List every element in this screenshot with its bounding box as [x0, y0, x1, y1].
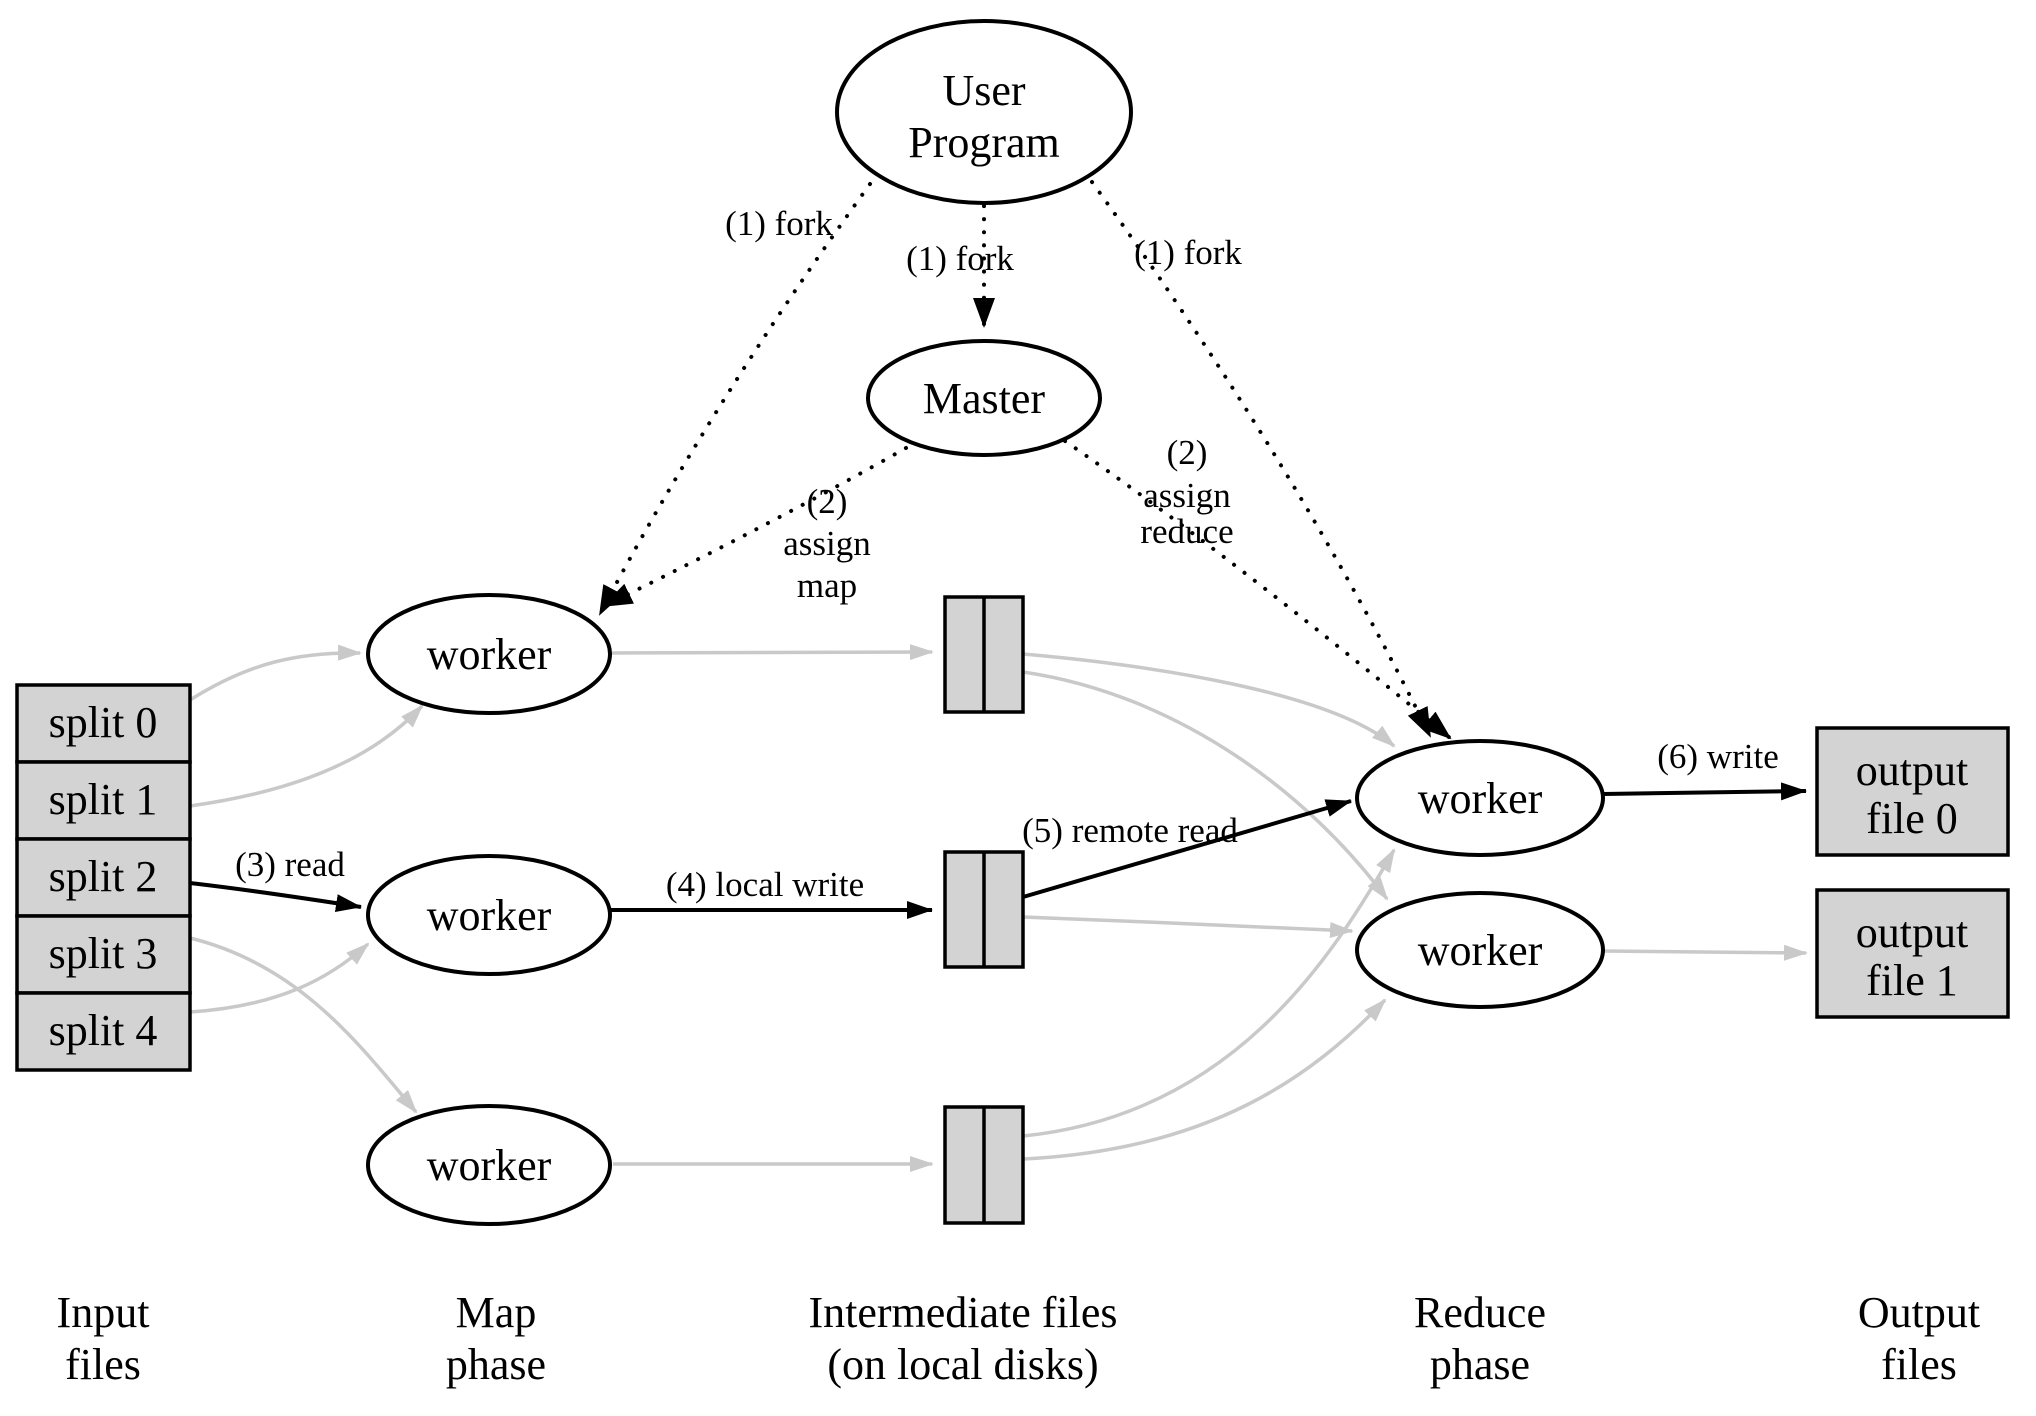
output-file1-label-line1: output [1856, 908, 1968, 957]
column-intermediate-line1: Intermediate files [808, 1288, 1117, 1337]
fork-left-label: (1) fork [725, 204, 833, 243]
column-map-line1: Map [456, 1288, 537, 1337]
write-label: (6) write [1657, 737, 1778, 776]
edge-map-worker1-to-intermediate1 [610, 644, 934, 661]
gray-edges [189, 644, 1808, 1172]
local-write-label: (4) local write [666, 865, 864, 904]
fork-center-label: (1) fork [906, 239, 1014, 278]
column-intermediate-line2: (on local disks) [827, 1340, 1098, 1389]
black-edges [189, 782, 1807, 919]
user-program-label-line2: Program [908, 118, 1060, 167]
split0-box [15, 683, 192, 764]
column-map-line2: phase [446, 1340, 546, 1389]
reduce-worker1-label: worker [1418, 774, 1543, 823]
output-file1-box [1815, 888, 2010, 1019]
edge-reduce-worker2-to-output1 [1602, 944, 1808, 961]
edge-write-to-output0 [1602, 782, 1807, 801]
split1-label: split 1 [49, 775, 158, 824]
edge-assign-reduce-master-to-worker1 [1063, 439, 1452, 740]
column-input-line1: Input [57, 1288, 150, 1337]
map-worker3-node [366, 1104, 612, 1226]
split0-label: split 0 [49, 698, 158, 747]
remote-read-label: (5) remote read [1022, 811, 1238, 850]
assign-map-label-line1: (2) [807, 482, 848, 521]
output-file0-box [1815, 726, 2010, 857]
split4-box [15, 991, 192, 1072]
user-program-label-line1: User [942, 66, 1025, 115]
dotted-edges [598, 180, 1452, 740]
edge-intermediate3-to-reduce-worker1 [1022, 848, 1396, 1138]
column-input-line2: files [65, 1340, 141, 1389]
map-worker3-label: worker [427, 1141, 552, 1190]
assign-map-label-line3: map [797, 566, 857, 605]
split3-box [15, 914, 192, 995]
fork-right-label: (1) fork [1134, 233, 1242, 272]
master-node [866, 339, 1102, 457]
map-worker1-label: worker [427, 630, 552, 679]
assign-reduce-label-line1: (2) [1167, 433, 1208, 472]
output-file1-label-line2: file 1 [1866, 956, 1958, 1005]
edge-intermediate2-to-reduce-worker2 [1022, 915, 1354, 939]
edge-split1-to-map-worker1 [189, 704, 424, 808]
edge-split3-to-map-worker3 [189, 936, 418, 1114]
edge-fork-userprogram-to-reduce-worker1 [1090, 180, 1432, 738]
column-reduce-line1: Reduce [1414, 1288, 1546, 1337]
column-output-line2: files [1881, 1340, 1957, 1389]
user-program-node [835, 19, 1133, 205]
read-label: (3) read [235, 845, 345, 884]
edge-split4-to-map-worker2 [189, 942, 370, 1014]
reduce-worker2-node [1355, 891, 1605, 1009]
edge-remote-read [1022, 799, 1352, 899]
assign-reduce-label-line3: reduce [1140, 512, 1233, 551]
column-reduce-line2: phase [1430, 1340, 1530, 1389]
map-worker1-node [366, 593, 612, 715]
edge-fork-userprogram-to-map-worker1 [598, 182, 872, 616]
assign-reduce-label-line2: assign [1143, 476, 1231, 515]
split4-label: split 4 [49, 1006, 158, 1055]
edge-intermediate1-to-reduce-worker2 [1022, 670, 1389, 901]
column-output-line1: Output [1858, 1288, 1980, 1337]
reduce-worker1-node [1355, 739, 1605, 857]
intermediate-files [943, 595, 1025, 1225]
edge-read-split2-to-map-worker2 [189, 881, 362, 913]
split2-box [15, 837, 192, 918]
reduce-worker2-label: worker [1418, 926, 1543, 975]
edge-intermediate1-to-reduce-worker1 [1022, 652, 1396, 748]
edge-split0-to-map-worker1 [189, 644, 362, 702]
split2-label: split 2 [49, 852, 158, 901]
edge-intermediate3-to-reduce-worker2 [1022, 998, 1387, 1161]
output-file0-label-line1: output [1856, 746, 1968, 795]
map-worker2-node [366, 854, 612, 976]
split3-label: split 3 [49, 929, 158, 978]
output-file0-label-line2: file 0 [1866, 794, 1958, 843]
master-label: Master [923, 374, 1046, 423]
map-worker2-label: worker [427, 891, 552, 940]
input-splits-stack [15, 683, 192, 1072]
output-files [1815, 726, 2010, 1019]
assign-map-label-line2: assign [783, 524, 871, 563]
